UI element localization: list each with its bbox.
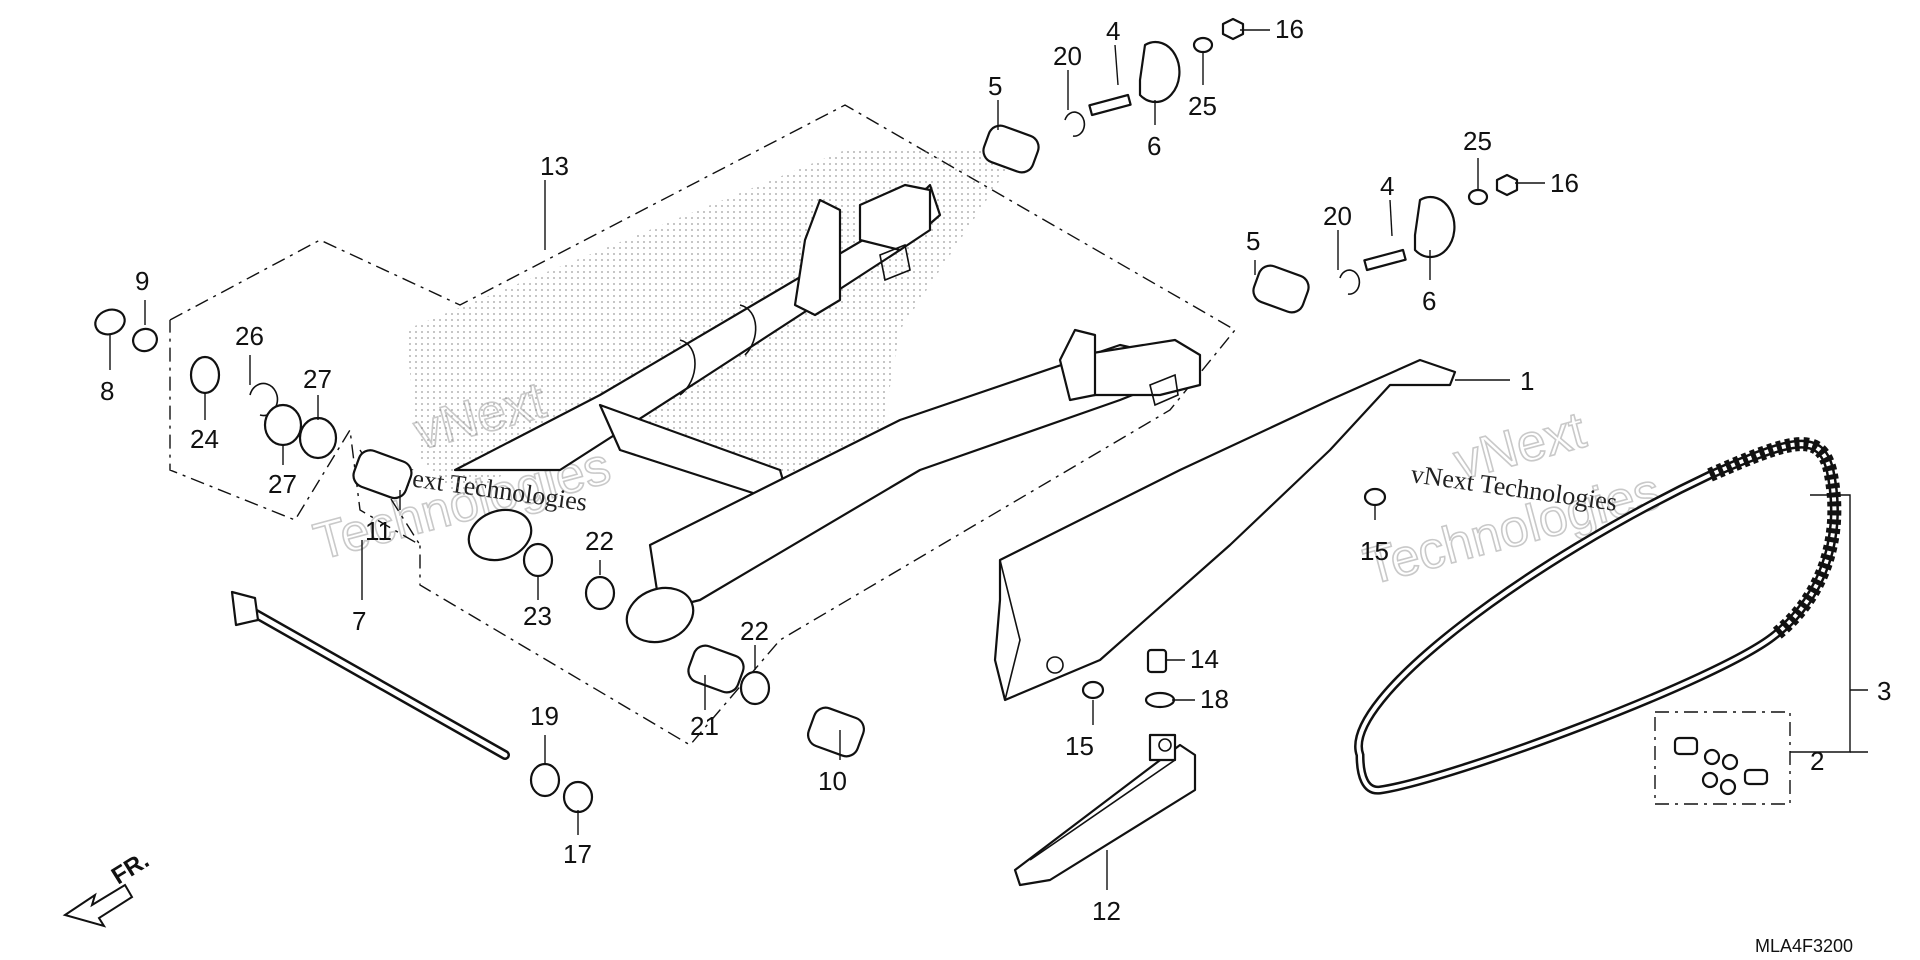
callout-20b: 20 <box>1323 201 1352 231</box>
callout-23: 23 <box>523 601 552 631</box>
chain-slider <box>1013 733 1197 887</box>
callout-25b: 25 <box>1463 126 1492 156</box>
callout-labels: 1 2 3 4 4 5 5 6 6 7 8 9 10 11 12 13 14 1… <box>100 14 1891 926</box>
callout-15a: 15 <box>1065 731 1094 761</box>
callout-1: 1 <box>1520 366 1534 396</box>
diagram-code: MLA4F3200 <box>1755 936 1853 956</box>
swingarm <box>453 183 1202 644</box>
callout-5b: 5 <box>1246 226 1260 256</box>
callout-24: 24 <box>190 424 219 454</box>
callout-21: 21 <box>690 711 719 741</box>
callout-17: 17 <box>563 839 592 869</box>
callout-20a: 20 <box>1053 41 1082 71</box>
callout-3: 3 <box>1877 676 1891 706</box>
callout-27a: 27 <box>268 469 297 499</box>
callout-13: 13 <box>540 151 569 181</box>
callout-6a: 6 <box>1147 131 1161 161</box>
callout-7: 7 <box>352 606 366 636</box>
chain-joint-kit <box>1673 736 1769 796</box>
callout-14: 14 <box>1190 644 1219 674</box>
callout-10: 10 <box>818 766 847 796</box>
callout-16b: 16 <box>1550 168 1579 198</box>
callout-4a: 4 <box>1106 16 1120 46</box>
front-label: FR. <box>107 847 154 890</box>
callout-6b: 6 <box>1422 286 1436 316</box>
pivot-bolt <box>230 590 510 760</box>
small-parts <box>94 17 1519 814</box>
callout-15b: 15 <box>1360 536 1389 566</box>
callout-18: 18 <box>1200 684 1229 714</box>
front-direction-marker: FR. <box>62 847 154 928</box>
leader-lines <box>109 29 1868 890</box>
callout-11: 11 <box>365 516 392 546</box>
callout-4b: 4 <box>1380 171 1394 201</box>
drive-chain <box>1354 437 1842 795</box>
callout-26: 26 <box>235 321 264 351</box>
callout-5a: 5 <box>988 71 1002 101</box>
callout-27b: 27 <box>303 364 332 394</box>
callout-19: 19 <box>530 701 559 731</box>
callout-9: 9 <box>135 266 149 296</box>
callout-12: 12 <box>1092 896 1121 926</box>
callout-16a: 16 <box>1275 14 1304 44</box>
chain-case <box>993 358 1457 702</box>
callout-22a: 22 <box>585 526 614 556</box>
assembly-outlines <box>169 104 1791 805</box>
callout-22b: 22 <box>740 616 769 646</box>
callout-8: 8 <box>100 376 114 406</box>
callout-2: 2 <box>1810 746 1824 776</box>
callout-25a: 25 <box>1188 91 1217 121</box>
